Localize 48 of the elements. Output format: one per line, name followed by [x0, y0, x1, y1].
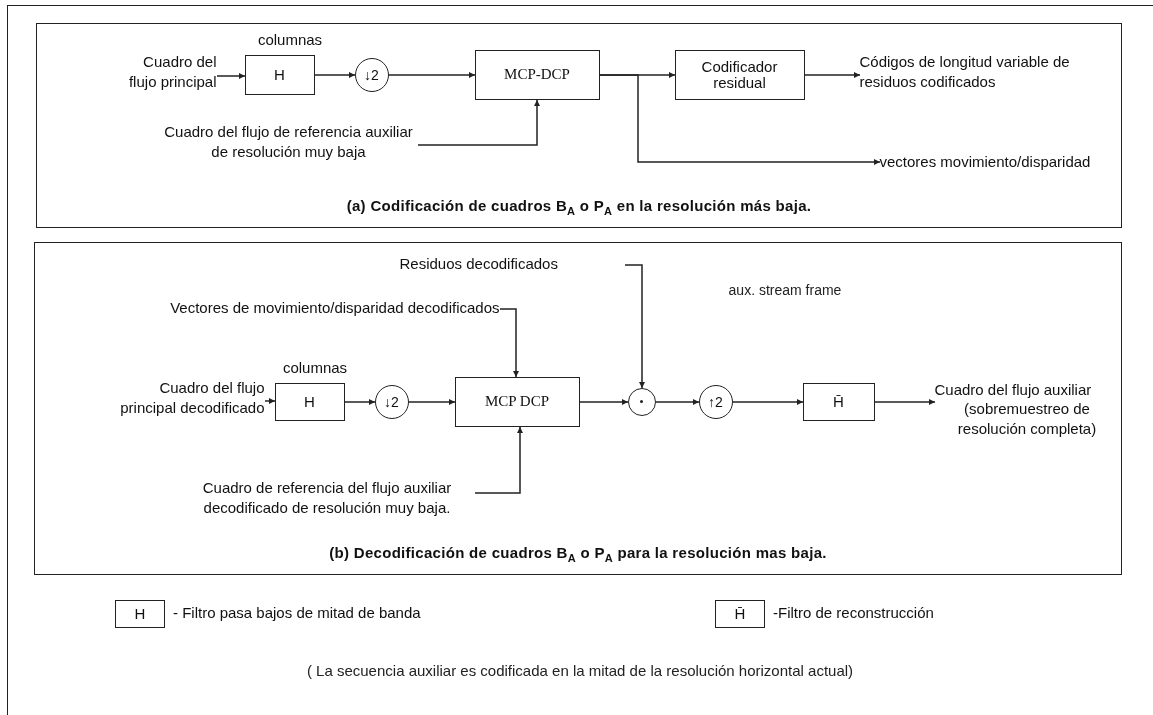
adder-circle: [627, 387, 656, 416]
output-label: Códigos de longitud variable de residuos codificados: [859, 51, 1075, 100]
note-text: (sobremuestreo de resolución completa): [956, 399, 1098, 438]
arrow: [474, 426, 523, 494]
input-label: Cuadro del flujo de referencia auxiliar de resolución muy baja: [159, 121, 418, 168]
filter-box: H: [244, 54, 315, 95]
input-label: Cuadro del flujo principal decodificado: [102, 377, 265, 424]
arrow: [732, 399, 804, 405]
arrow: [579, 399, 629, 405]
downsampler-circle: ↓2: [354, 57, 389, 92]
process-box: Codificador residual: [674, 49, 805, 100]
arrow: [264, 398, 276, 404]
filter-box: H: [274, 382, 345, 421]
annotation-text: columnas: [281, 359, 349, 376]
filter-box: H̄: [802, 382, 875, 421]
annotation-text: columnas: [256, 31, 324, 48]
upsampler-circle: ↑2: [698, 384, 733, 419]
input-label: Cuadro del flujo principal: [116, 51, 217, 100]
figure-caption: (b) Decodificación de cuadros B$_{A}$ o P$_{A}$ para la resolución mas baja.: [328, 544, 828, 564]
output-label: Cuadro del flujo auxiliar: [934, 379, 1093, 399]
legend-text: -Filtro de reconstrucción: [773, 604, 935, 621]
note-text: aux. stream frame: [727, 282, 843, 298]
arrow: [874, 399, 936, 405]
arrow: [499, 308, 519, 378]
arrow: [417, 99, 540, 146]
output-label: vectores movimiento/disparidad: [879, 151, 1120, 174]
arrow: [599, 74, 881, 165]
legend-filter-box: H̄: [715, 600, 765, 628]
arrow: [344, 399, 376, 405]
arrow: [624, 264, 645, 389]
note-text: ( La secuencia auxiliar es codificada en la mitad de la resolución horizontal actual): [305, 662, 855, 679]
process-box: MCP DCP: [454, 376, 580, 427]
legend-text: - Filtro pasa bajos de mitad de banda: [173, 604, 422, 621]
figure-caption: (a) Codificación de cuadros B$_{A}$ o P$_{A}$ en la resolución más baja.: [345, 197, 813, 217]
process-box: MCP-DCP: [474, 49, 600, 100]
arrow: [804, 72, 861, 78]
arrow: [655, 399, 700, 405]
downsampler-circle: ↓2: [374, 384, 409, 419]
legend-filter-box: H: [115, 600, 165, 628]
panel-frame: [36, 23, 1122, 228]
input-label: Cuadro de referencia del flujo auxiliar decodificado de resolución muy baja.: [179, 477, 475, 524]
input-label: Vectores de movimiento/disparidad decodificados: [109, 297, 500, 320]
arrow: [314, 72, 356, 78]
arrow: [388, 72, 476, 78]
arrow: [408, 399, 456, 405]
input-label: Residuos decodificados: [399, 253, 625, 276]
arrow: [216, 73, 246, 79]
panel-frame: [34, 242, 1122, 575]
